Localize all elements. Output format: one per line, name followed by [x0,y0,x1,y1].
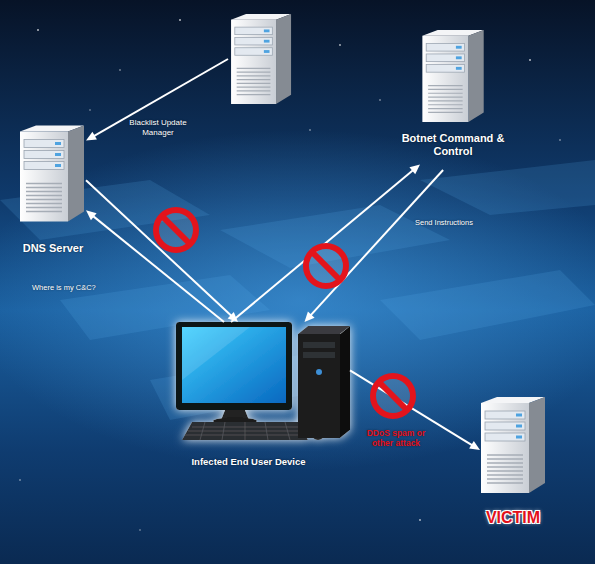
server-icon [481,397,545,493]
arrow-connector [305,170,444,322]
connector-line [231,170,414,322]
computer-icon [176,322,350,440]
server-node: VICTIM [480,395,546,495]
connector-line [86,180,232,316]
arrow-connector [86,59,228,141]
server-node: Blacklist Update Manager [228,14,296,104]
arrow-head [409,164,420,174]
server-icon [20,126,84,222]
victim-label: VICTIM [464,508,562,527]
connector-line [310,170,443,316]
arrow-head [469,441,480,450]
arrow-head [305,312,315,322]
arrow-connector [86,180,238,322]
device-label: Infected End User Device [161,456,336,467]
edge-label: Send Instructions [415,218,505,227]
edge-label: DDoS spam or other attack [362,428,430,448]
server-node: DNS Server [20,125,86,222]
server-label: Botnet Command & Control [392,132,514,158]
server-label: DNS Server [8,242,98,255]
arrow-connector [86,210,224,322]
arrow-head [86,132,97,141]
arrow-connector [350,370,480,450]
server-icon [231,14,291,104]
server-icon [422,30,483,122]
arrow-head [86,210,97,220]
edge-label: Where is my C&C? [32,283,122,292]
connector-line [93,59,228,137]
no-entry-symbol [306,246,346,286]
no-entry-symbol [373,376,413,416]
server-label: Blacklist Update Manager [118,118,198,137]
server-node: Botnet Command & Control [420,30,486,170]
no-entry-symbol [156,210,196,250]
computer-node: Infected End User Device [175,322,350,440]
